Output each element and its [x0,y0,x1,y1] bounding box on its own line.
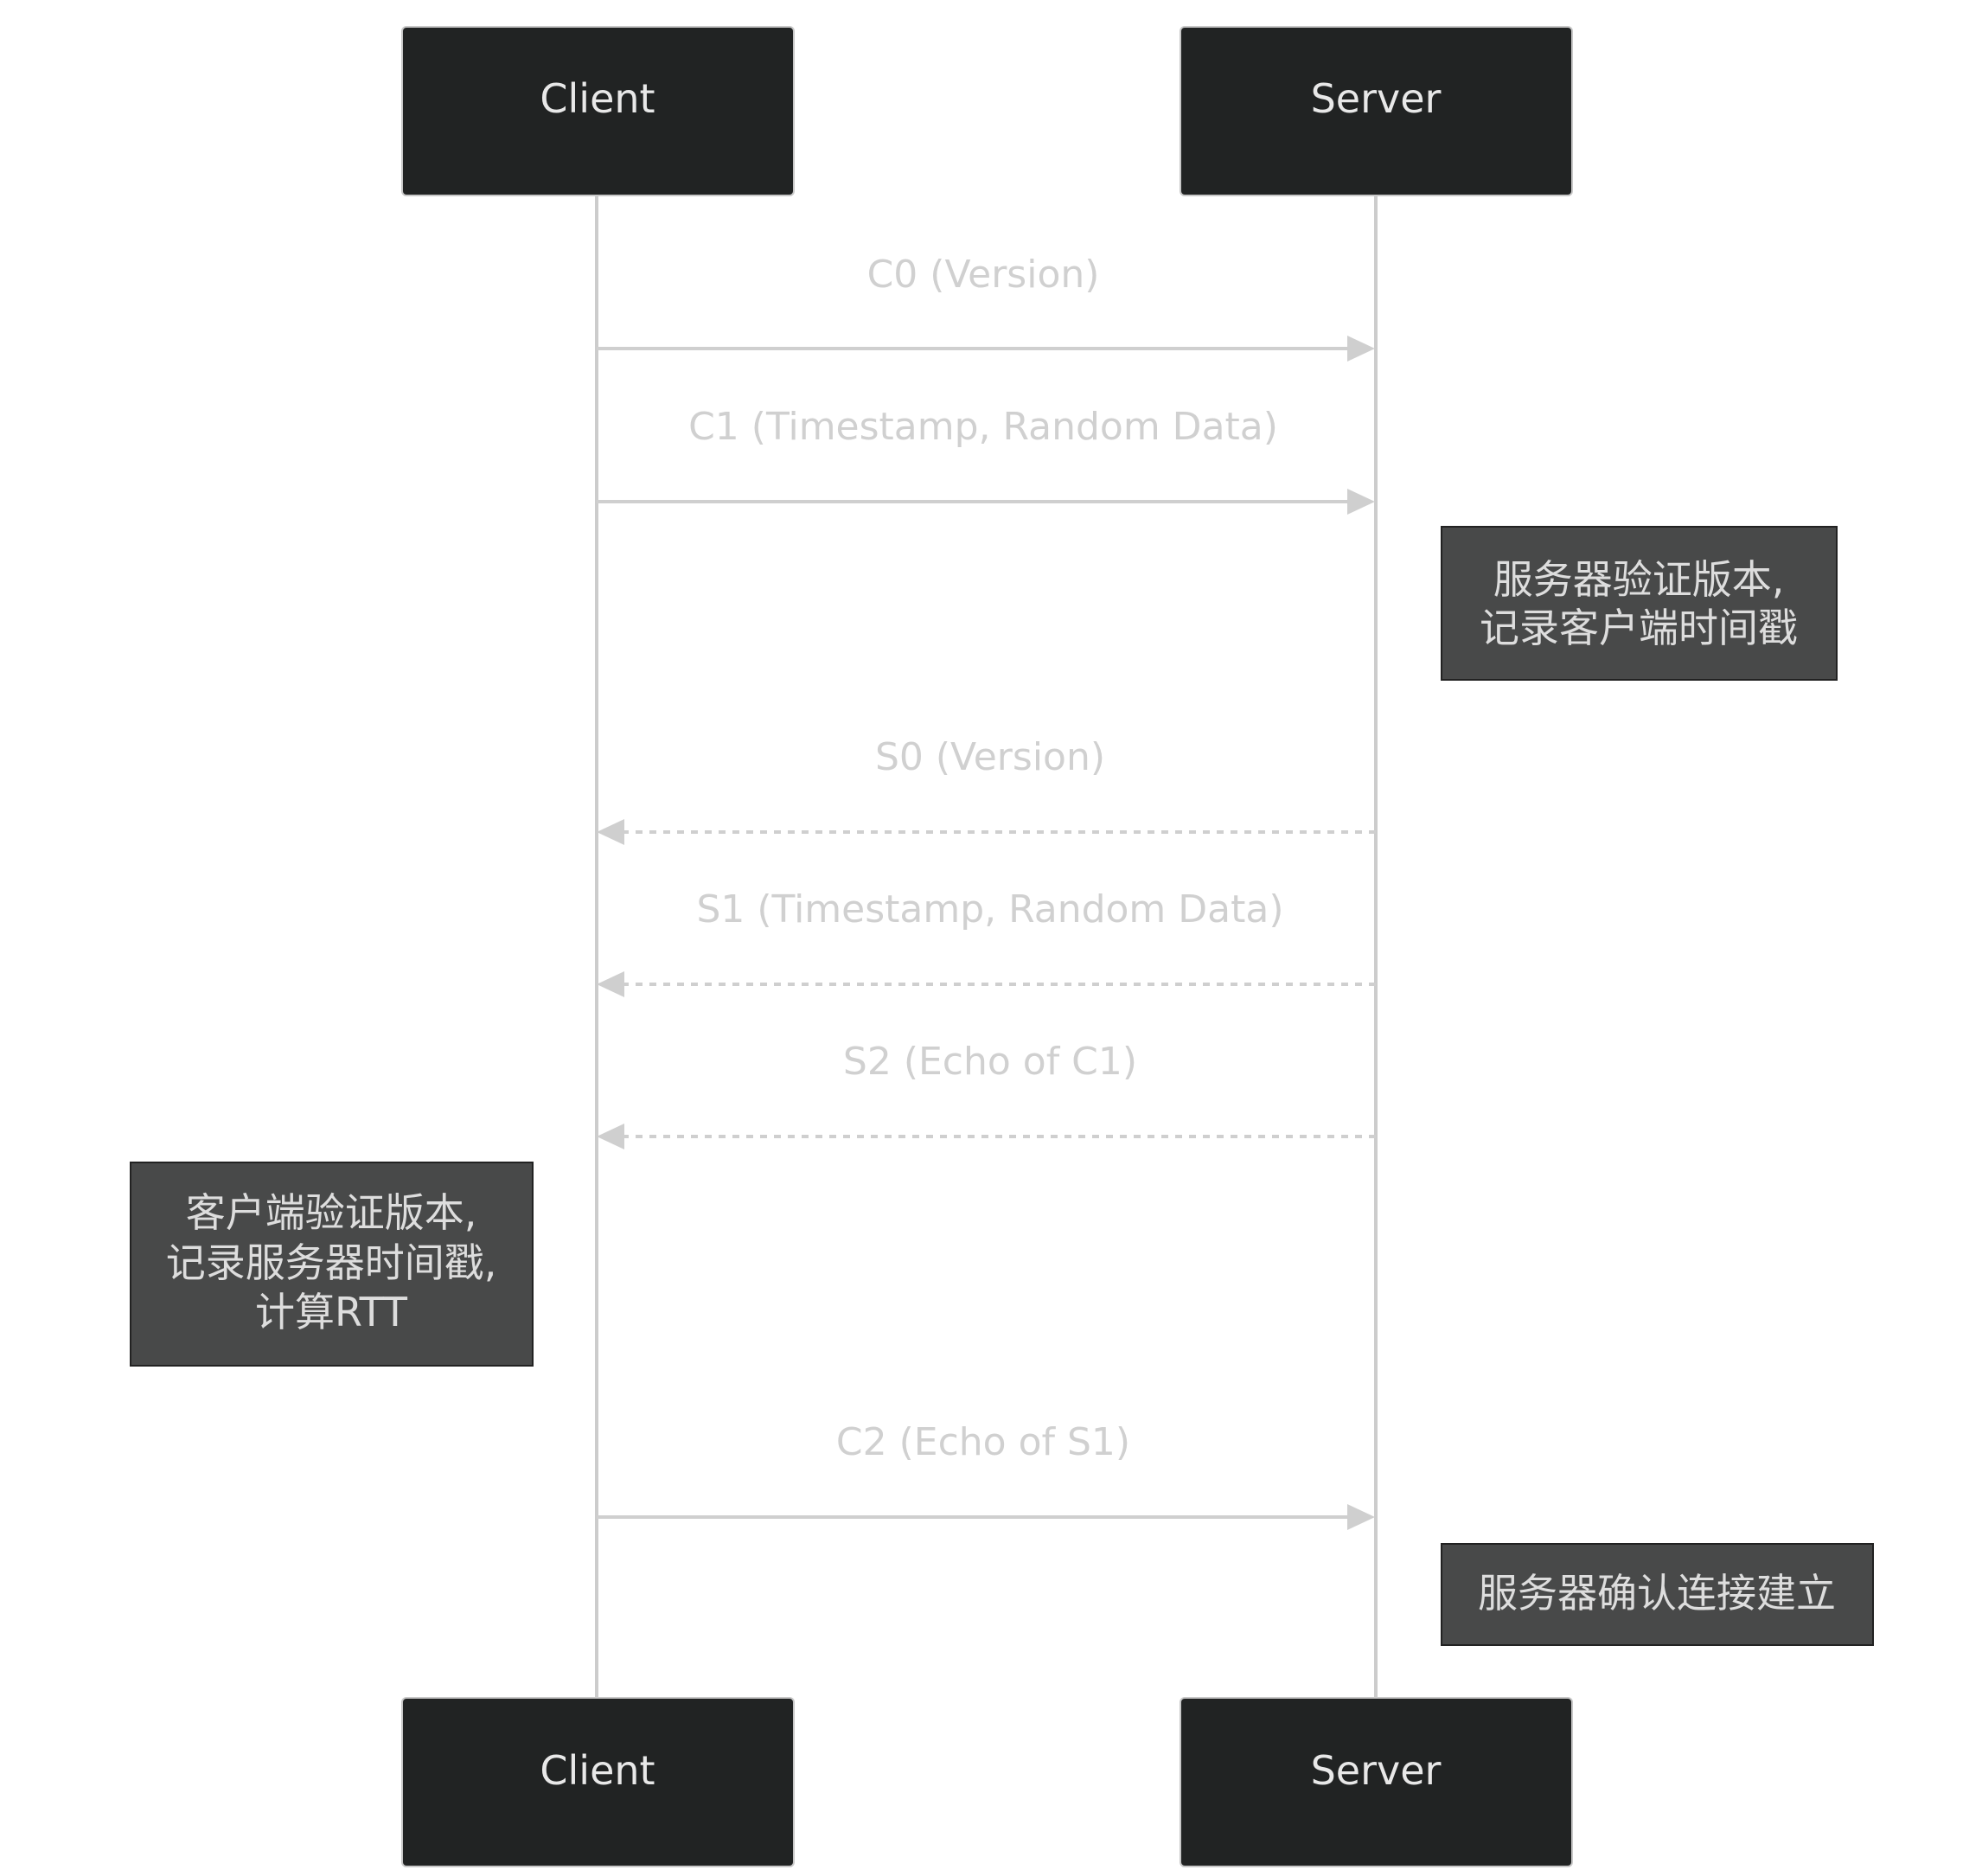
note-server-confirm-line-1: 服务器确认连接建立 [1478,1570,1836,1617]
message-s0-label: S0 (Version) [875,735,1105,779]
message-s1-arrowhead [597,971,624,997]
message-c2: C2 (Echo of S1) [597,1420,1375,1530]
actor-server-top[interactable]: Server [1180,26,1573,196]
message-c1-label: C1 (Timestamp, Random Data) [688,405,1278,449]
message-c1: C1 (Timestamp, Random Data) [597,405,1375,515]
actor-server-bottom[interactable]: Server [1180,1697,1573,1867]
message-s1: S1 (Timestamp, Random Data) [597,887,1376,997]
message-c0-label: C0 (Version) [867,253,1100,297]
note-server-confirm: 服务器确认连接建立 [1441,1543,1874,1646]
note-server-verify-line-1: 服务器验证版本, [1493,556,1785,603]
message-s0-arrowhead [597,819,624,845]
message-c2-arrowhead [1347,1504,1375,1530]
note-client-verify-line-1: 客户端验证版本, [186,1189,477,1236]
message-c0: C0 (Version) [597,253,1375,362]
message-c2-label: C2 (Echo of S1) [836,1420,1130,1464]
message-c0-arrowhead [1347,336,1375,362]
actor-client-bottom[interactable]: Client [401,1697,795,1867]
note-server-verify: 服务器验证版本, 记录客户端时间戳 [1441,526,1838,681]
message-s0: S0 (Version) [597,735,1376,845]
message-c1-arrowhead [1347,489,1375,515]
actor-client-top-label: Client [540,75,655,122]
message-s1-label: S1 (Timestamp, Random Data) [696,887,1283,932]
message-s2-label: S2 (Echo of C1) [843,1040,1137,1084]
actor-server-top-label: Server [1311,75,1442,122]
message-s2-arrowhead [597,1124,624,1149]
actor-server-bottom-label: Server [1311,1747,1442,1794]
note-server-verify-line-2: 记录客户端时间戳 [1480,605,1798,651]
actor-client-top[interactable]: Client [401,26,795,196]
actor-client-bottom-label: Client [540,1747,655,1794]
note-client-verify-line-3: 计算RTT [255,1289,408,1335]
note-client-verify: 客户端验证版本, 记录服务器时间戳, 计算RTT [130,1162,534,1367]
message-s2: S2 (Echo of C1) [597,1040,1376,1149]
note-client-verify-line-2: 记录服务器时间戳, [166,1239,497,1286]
